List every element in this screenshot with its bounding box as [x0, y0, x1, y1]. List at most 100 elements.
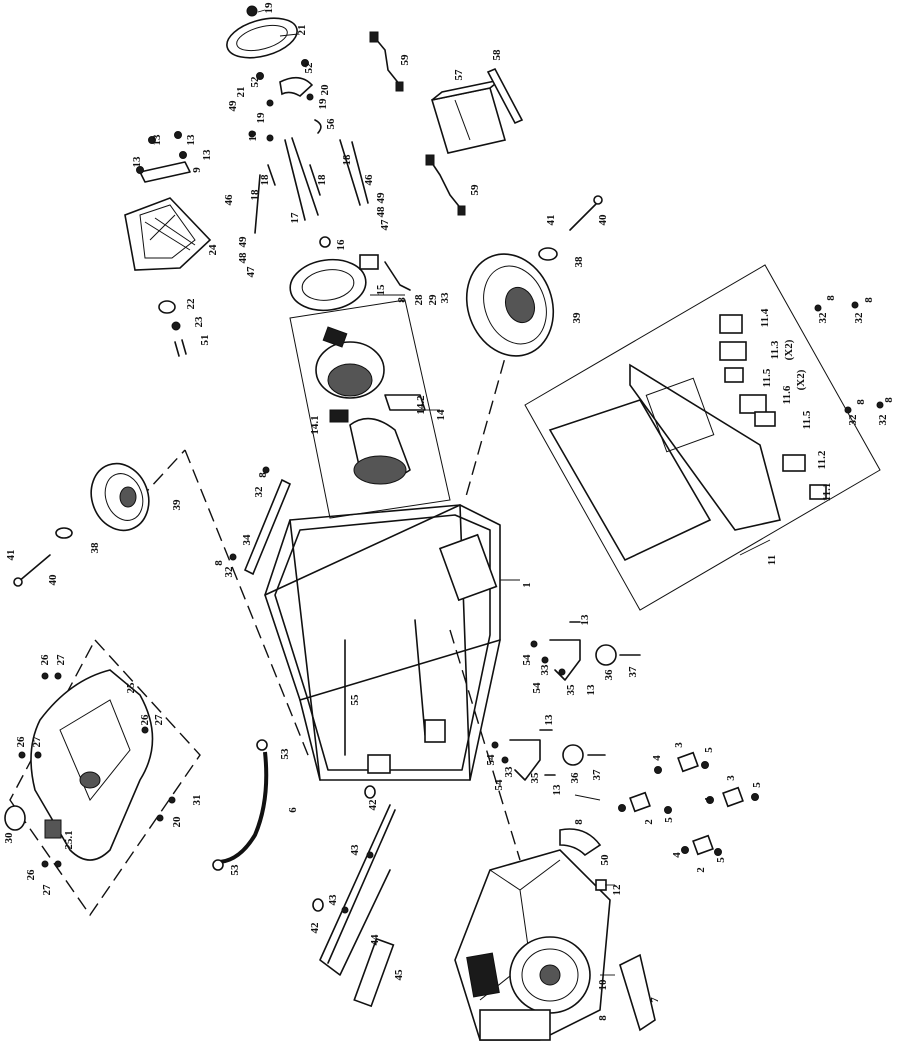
callout-label-l2a: 2 — [643, 819, 655, 825]
callout-label-l18a: 18 — [249, 189, 261, 201]
outlet-bracket — [438, 533, 498, 602]
callout-label-l13c: 13 — [185, 134, 197, 146]
callout-label-l8g: 8 — [213, 560, 225, 566]
handle-parts — [312, 785, 396, 1008]
callout-label-l41a: 41 — [545, 215, 557, 226]
frame-assembly — [264, 504, 501, 781]
callout-label-l2b: 2 — [695, 867, 707, 873]
callout-label-l19d: 19 — [247, 130, 259, 142]
callout-label-l9: 9 — [191, 167, 203, 173]
mount-brackets-13 — [136, 131, 191, 183]
right-wheel-dash — [464, 339, 511, 501]
callout-label-l4b: 4 — [703, 797, 715, 803]
callout-label-l32e: 32 — [253, 486, 265, 498]
callout-label-l13e: 13 — [579, 614, 591, 626]
callout-label-l14: 14 — [435, 409, 447, 421]
callout-label-l5c: 5 — [663, 817, 675, 823]
callout-label-l37b: 37 — [591, 769, 603, 781]
callout-label-l11_6: 11.6 — [781, 385, 793, 404]
callout-label-l49b: 49 — [237, 236, 249, 248]
callout-label-l19a: 19 — [263, 2, 275, 14]
callout-label-l8i: 8 — [597, 1015, 609, 1021]
callout-label-l54d: 54 — [493, 779, 505, 791]
callout-label-l40b: 40 — [47, 574, 59, 586]
callout-label-l24: 24 — [207, 244, 219, 256]
stator-housing-15 — [289, 236, 411, 312]
callout-label-l33b: 33 — [539, 664, 551, 676]
callout-label-l42a: 42 — [367, 799, 379, 811]
callout-label-l18c: 18 — [316, 174, 328, 186]
callout-label-l11: 11 — [766, 555, 778, 565]
callout-label-l21b: 21 — [235, 87, 247, 98]
callout-label-l52b: 52 — [303, 62, 315, 74]
callout-label-l25_1: 25.1 — [63, 830, 75, 849]
callout-label-l55: 55 — [349, 694, 361, 706]
callout-label-l14_1: 14.1 — [309, 415, 321, 434]
callout-label-l11_1: 11.1 — [821, 483, 833, 502]
mounts-lower — [491, 729, 606, 781]
callout-label-l48b: 48 — [375, 206, 387, 218]
callout-label-l49a: 49 — [227, 100, 239, 112]
callout-label-l47a: 47 — [245, 266, 257, 278]
callout-label-l59a: 59 — [399, 54, 411, 66]
callout-label-l47b: 47 — [379, 219, 391, 231]
callout-label-l48a: 48 — [237, 252, 249, 264]
callout-label-l36a: 36 — [603, 669, 615, 681]
callout-label-l19c: 19 — [317, 98, 329, 110]
callout-label-l31: 31 — [191, 795, 203, 806]
callout-label-l13h: 13 — [551, 784, 563, 796]
callout-label-l4a: 4 — [651, 755, 663, 761]
callout-label-l8a: 8 — [396, 297, 408, 303]
callout-label-l53b: 53 — [229, 864, 241, 876]
stator-rotor-group-outline — [289, 299, 451, 519]
callout-label-l46b: 46 — [363, 174, 375, 186]
callout-label-l39b: 39 — [171, 499, 183, 511]
brace-34 — [229, 466, 292, 576]
callout-label-l17: 17 — [289, 212, 301, 224]
callout-label-l32d: 32 — [877, 414, 889, 426]
callout-label-l14_2: 14.2 — [415, 395, 427, 415]
callout-label-l19b: 19 — [255, 112, 267, 124]
callout-label-l43a: 43 — [349, 844, 361, 856]
callout-label-l8c: 8 — [863, 297, 875, 303]
callout-label-l50: 50 — [599, 854, 611, 866]
callout-label-l28: 28 — [413, 294, 425, 306]
callout-label-l54c: 54 — [485, 754, 497, 766]
leader-lines — [257, 9, 771, 976]
callout-label-l34: 34 — [241, 534, 253, 546]
callout-label-l27c: 27 — [31, 736, 43, 748]
callout-label-l32c: 32 — [847, 414, 859, 426]
callout-label-l27a: 27 — [55, 654, 67, 666]
callout-label-l23: 23 — [193, 316, 205, 328]
callout-label-l42b: 42 — [309, 922, 321, 934]
callout-label-l18b: 18 — [259, 174, 271, 186]
callout-label-l10: 10 — [597, 979, 609, 991]
callout-label-l11_2: 11.2 — [816, 450, 828, 469]
callout-label-l58: 58 — [491, 49, 503, 61]
callout-label-l51: 51 — [199, 335, 211, 346]
fuel-hose-6 — [212, 739, 269, 871]
callout-label-l15: 15 — [375, 284, 387, 296]
callout-label-lx2a: (X2) — [783, 339, 795, 360]
callout-label-l29: 29 — [427, 294, 439, 306]
small-parts-left — [158, 300, 187, 357]
callout-label-l6: 6 — [287, 807, 299, 813]
callout-label-l38a: 38 — [573, 256, 585, 268]
callout-label-l26a: 26 — [39, 654, 51, 666]
callout-label-l13b: 13 — [151, 134, 163, 146]
callout-label-l41b: 41 — [5, 550, 17, 561]
callout-label-l32a: 32 — [817, 312, 829, 324]
callout-label-l8f: 8 — [257, 472, 269, 478]
callout-label-l11_5a: 11.5 — [761, 368, 773, 387]
callout-label-l53a: 53 — [279, 748, 291, 760]
callout-label-l35b: 35 — [529, 772, 541, 784]
callout-label-l26d: 26 — [25, 869, 37, 881]
callout-label-l8d: 8 — [855, 399, 867, 405]
callout-label-l27d: 27 — [41, 884, 53, 896]
callout-label-l13f: 13 — [585, 684, 597, 696]
callout-label-l49c: 49 — [375, 192, 387, 204]
callout-label-l37a: 37 — [627, 666, 639, 678]
callout-label-l25: 25 — [125, 682, 137, 694]
